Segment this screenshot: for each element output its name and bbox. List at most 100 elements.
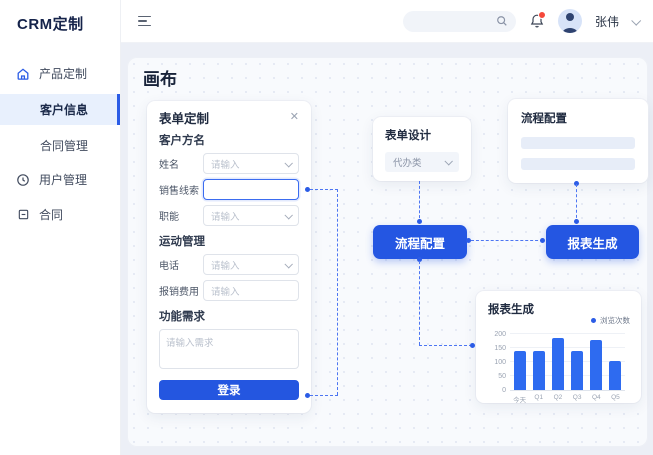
- chart-bar: [513, 350, 526, 390]
- sidebar-nav: 产品定制 客户信息 合同管理 用户管理: [0, 60, 120, 228]
- connector-line: [310, 395, 338, 396]
- chart-gridline: [510, 347, 625, 348]
- port-report-btn-top[interactable]: [574, 219, 579, 224]
- search-box[interactable]: [402, 10, 516, 32]
- chart-bar: [590, 339, 603, 390]
- unread-badge: [537, 11, 546, 19]
- port-lead-input[interactable]: [305, 187, 310, 192]
- role-select[interactable]: 请输入: [203, 205, 299, 226]
- report-generate-node-button[interactable]: 报表生成: [546, 225, 639, 259]
- connector-line: [419, 345, 472, 346]
- chevron-down-icon: [284, 210, 293, 220]
- connector-line: [471, 240, 543, 241]
- user-name[interactable]: 张伟: [594, 14, 619, 29]
- chart-ytick-label: 200: [494, 331, 506, 338]
- name-select[interactable]: 请输入: [203, 153, 299, 174]
- chart-bar-slot: [587, 334, 606, 390]
- chart-legend: 浏览次数: [591, 315, 630, 326]
- chart-bar: [532, 351, 545, 390]
- main-area: 张伟 画布 表单定制 ✕ 客户方名 姓名 请输入: [121, 0, 653, 455]
- sidebar-item-user-mgmt[interactable]: 用户管理: [0, 166, 120, 193]
- skeleton-bar: [521, 137, 635, 149]
- chart-ytick-label: 0: [502, 387, 506, 394]
- process-config-card: 流程配置: [508, 99, 648, 183]
- chart-bar-slot: [529, 334, 548, 390]
- chart-bar: [609, 360, 622, 390]
- port-login-button[interactable]: [305, 393, 310, 398]
- sidebar-item-label: 用户管理: [39, 173, 88, 187]
- field-label-lead: 销售线索: [159, 186, 199, 197]
- sidebar: CRM定制 产品定制 客户信息 合同管理: [0, 0, 121, 455]
- port-process-btn-bottom[interactable]: [417, 257, 422, 262]
- sidebar-item-label: 合同管理: [40, 139, 89, 153]
- chart-bars: [510, 334, 625, 390]
- chart-gridline: [510, 333, 625, 334]
- field-label-phone: 电话: [159, 261, 179, 272]
- chart-bar-slot: [510, 334, 529, 390]
- chart-bar-slot: [548, 334, 567, 390]
- avatar[interactable]: [557, 9, 582, 33]
- form-design-select[interactable]: 代办类: [385, 152, 459, 172]
- canvas: 画布 表单定制 ✕ 客户方名 姓名 请输入: [127, 57, 648, 447]
- connector-line: [310, 189, 338, 190]
- section-customer: 客户方名: [159, 135, 205, 147]
- app-title: CRM定制: [17, 16, 84, 33]
- sidebar-item-contract-mgmt[interactable]: 合同管理: [0, 132, 120, 159]
- chart-ytick-label: 150: [494, 345, 506, 352]
- port-process-btn-right[interactable]: [466, 238, 471, 243]
- expense-input-wrap: 请输入: [203, 280, 299, 301]
- section-activity: 运动管理: [159, 236, 205, 248]
- sidebar-item-customer-info[interactable]: 客户信息: [0, 94, 120, 125]
- chevron-down-icon[interactable]: [631, 15, 642, 26]
- sales-lead-input[interactable]: [211, 183, 291, 196]
- close-icon[interactable]: ✕: [289, 110, 299, 123]
- connector-line: [576, 184, 577, 223]
- document-icon: [16, 208, 30, 222]
- process-config-node-button[interactable]: 流程配置: [373, 225, 467, 259]
- chart-ytick-label: 100: [494, 359, 506, 366]
- panel-title: 表单定制: [159, 111, 210, 126]
- sidebar-item-label: 客户信息: [40, 103, 89, 117]
- chart-xtick-label: Q3: [572, 394, 582, 401]
- phone-select[interactable]: 请输入: [203, 254, 299, 275]
- card-title: 报表生成: [488, 304, 534, 316]
- section-feature: 功能需求: [159, 311, 205, 323]
- form-design-card: 表单设计 代办类: [373, 117, 471, 181]
- port-report-btn-left[interactable]: [540, 238, 545, 243]
- home-icon: [16, 67, 30, 81]
- chart-bar-slot: [568, 334, 587, 390]
- chart-gridline: [510, 375, 625, 376]
- port-process-btn-top[interactable]: [417, 219, 422, 224]
- chart-gridline: [510, 361, 625, 362]
- content-area: 画布 表单定制 ✕ 客户方名 姓名 请输入: [121, 43, 653, 455]
- port-process-card-bottom[interactable]: [574, 181, 579, 186]
- connector-line: [419, 181, 420, 223]
- chevron-down-icon: [444, 157, 453, 166]
- notification-bell-icon[interactable]: [529, 11, 546, 29]
- form-custom-panel: 表单定制 ✕ 客户方名 姓名 请输入 销售线索: [147, 101, 311, 413]
- sidebar-item-contract[interactable]: 合同: [0, 201, 120, 228]
- chart-bar: [571, 350, 584, 390]
- connector-line: [337, 189, 338, 395]
- port-report-card-left[interactable]: [470, 343, 475, 348]
- chart-xtick-label: Q1: [534, 394, 544, 401]
- sidebar-item-label: 合同: [39, 208, 64, 222]
- login-button[interactable]: 登录: [159, 380, 299, 400]
- connector-line: [419, 261, 420, 345]
- sidebar-item-label: 产品定制: [39, 67, 88, 81]
- card-title: 表单设计: [385, 130, 431, 142]
- sales-lead-input-wrap: [203, 179, 299, 200]
- report-chart-plot: 0 50 100 150 200: [494, 331, 625, 394]
- collapse-menu-icon[interactable]: [135, 13, 154, 30]
- chart-ytick-label: 50: [498, 373, 506, 380]
- sidebar-item-product-custom[interactable]: 产品定制: [0, 60, 120, 87]
- page-title: 画布: [143, 70, 177, 89]
- legend-dot-icon: [591, 318, 596, 323]
- field-label-expense: 报销费用: [159, 287, 199, 298]
- search-icon: [496, 15, 508, 27]
- feature-textarea[interactable]: [159, 329, 299, 369]
- field-label-role: 职能: [159, 212, 179, 223]
- search-input[interactable]: [410, 14, 492, 28]
